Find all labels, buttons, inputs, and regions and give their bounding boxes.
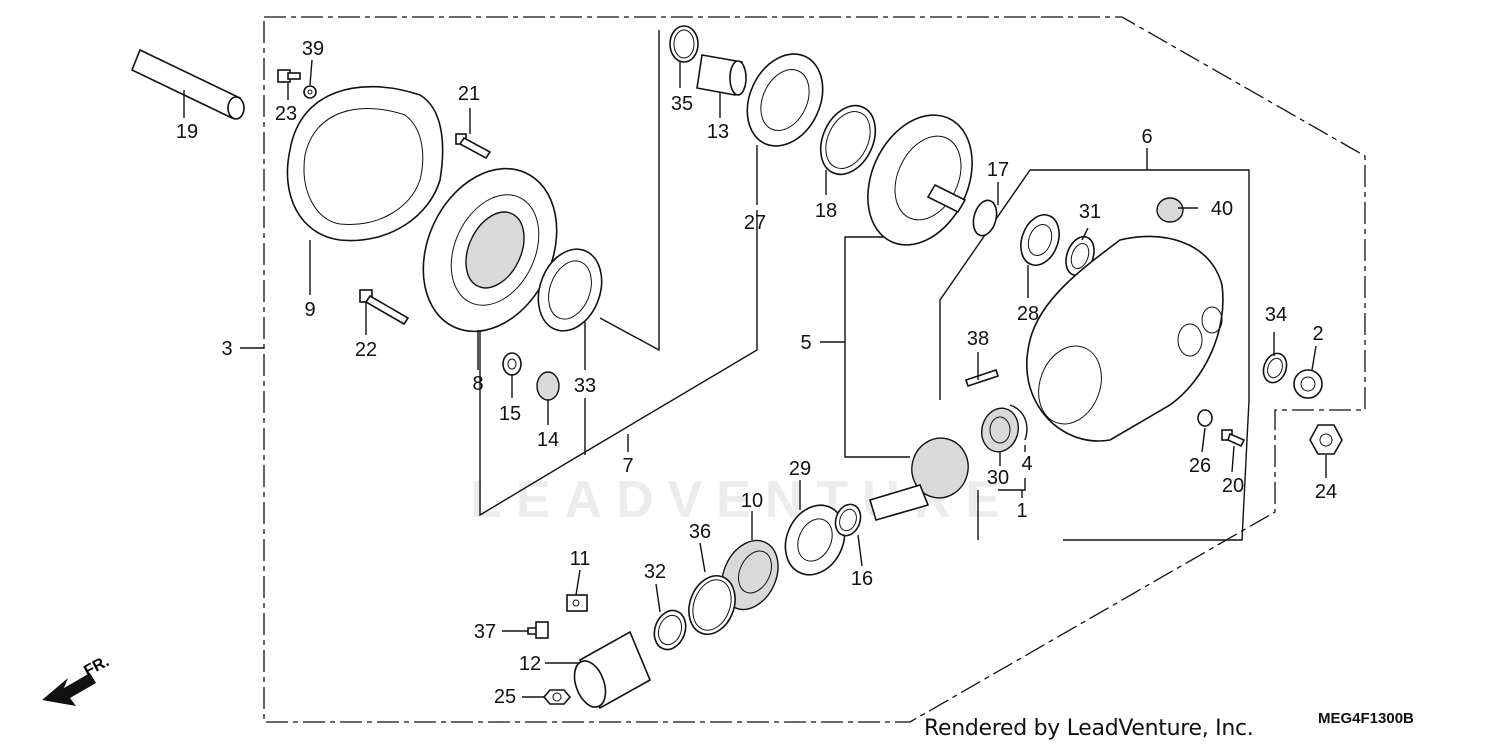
diagram-code: MEG4F1300B [1318, 710, 1414, 727]
callout-34: 34 [1265, 304, 1287, 326]
assembly-boundary [263, 16, 1366, 723]
callout-9: 9 [304, 299, 315, 321]
callout-14: 14 [537, 429, 559, 451]
part-34-o-ring[interactable] [1260, 350, 1291, 386]
callout-33: 33 [574, 375, 596, 397]
callout-11: 11 [570, 548, 591, 570]
part-15-washer[interactable] [502, 352, 522, 376]
part-22-bolt[interactable] [359, 289, 410, 326]
callout-38: 38 [967, 328, 989, 350]
part-9-brake-shoe[interactable] [286, 85, 444, 242]
callout-25: 25 [494, 686, 516, 708]
callout-20: 20 [1222, 475, 1244, 497]
callout-10: 10 [741, 490, 763, 512]
part-6-gear-case[interactable] [1025, 235, 1224, 442]
leader-lines [183, 59, 1327, 698]
part-40-cap[interactable] [1156, 197, 1184, 223]
part-35-o-ring[interactable] [669, 25, 699, 63]
callout-2: 2 [1312, 323, 1323, 345]
part-ring-gear[interactable] [848, 98, 992, 262]
callout-35: 35 [671, 93, 693, 115]
part-8-brake-panel[interactable] [398, 147, 582, 353]
part-28-bearing[interactable] [1014, 209, 1066, 270]
callout-27: 27 [744, 212, 766, 234]
part-39-washer[interactable] [303, 85, 317, 99]
part-12-coupler[interactable] [569, 630, 652, 711]
part-25-nut[interactable] [542, 689, 572, 705]
part-20-bolt[interactable] [1221, 429, 1246, 448]
callout-17: 17 [987, 159, 1009, 181]
callout-29: 29 [789, 458, 811, 480]
callout-30: 30 [987, 467, 1009, 489]
part-37-bolt[interactable] [527, 621, 549, 639]
part-18-snap-ring[interactable] [810, 97, 886, 183]
render-credit: Rendered by LeadVenture, Inc. [924, 716, 1254, 741]
part-21-bolt[interactable] [455, 133, 492, 160]
part-27-bearing[interactable] [733, 42, 837, 159]
callout-36: 36 [689, 521, 711, 543]
group-bracket-6 [1030, 169, 1250, 541]
group-bracket-5 [844, 236, 910, 458]
part-23-bolt[interactable] [277, 69, 301, 83]
callout-18: 18 [815, 200, 837, 222]
callout-37: 37 [474, 621, 496, 643]
callout-28: 28 [1017, 303, 1039, 325]
callout-labels: 1 2 3 4 5 6 7 8 9 10 11 12 13 14 15 16 1… [176, 38, 1337, 708]
front-direction-arrow [42, 673, 96, 706]
part-32-shim[interactable] [649, 606, 691, 654]
callout-6: 6 [1141, 126, 1152, 148]
callout-39: 39 [302, 38, 324, 60]
callout-8: 8 [472, 373, 483, 395]
callout-4: 4 [1021, 453, 1032, 475]
part-4-clip[interactable] [1009, 404, 1028, 441]
part-11-stopper[interactable] [566, 594, 588, 612]
callout-23: 23 [275, 103, 297, 125]
part-19-pin[interactable] [130, 48, 245, 120]
callout-12: 12 [519, 653, 541, 675]
callout-32: 32 [644, 561, 666, 583]
callout-3: 3 [221, 338, 232, 360]
callout-16: 16 [851, 568, 873, 590]
callout-31: 31 [1079, 201, 1101, 223]
callout-22: 22 [355, 339, 377, 361]
part-38-stud[interactable] [964, 368, 1000, 388]
callout-26: 26 [1189, 455, 1211, 477]
part-26-washer[interactable] [1197, 409, 1213, 427]
callout-24: 24 [1315, 481, 1337, 503]
callout-1: 1 [1016, 500, 1027, 522]
part-16-shim[interactable] [831, 501, 864, 539]
callout-19: 19 [176, 121, 198, 143]
callout-15: 15 [499, 403, 521, 425]
callout-40: 40 [1211, 198, 1233, 220]
part-36-o-ring[interactable] [681, 569, 743, 640]
part-33-oil-seal[interactable] [527, 240, 612, 339]
part-2-plug[interactable] [1293, 369, 1323, 399]
callout-21: 21 [458, 83, 480, 105]
part-17-shim[interactable] [970, 198, 1001, 238]
part-14-cap[interactable] [536, 371, 560, 401]
callout-7: 7 [622, 455, 633, 477]
part-24-nut[interactable] [1309, 424, 1343, 455]
part-5-pinion-gear[interactable] [869, 432, 975, 521]
part-30-needle-bearing[interactable] [977, 404, 1023, 456]
group-bracket-7 [599, 30, 660, 352]
callout-13: 13 [707, 121, 729, 143]
part-13-collar[interactable] [696, 54, 747, 96]
part-29-bearing[interactable] [774, 496, 855, 585]
callout-5: 5 [800, 332, 811, 354]
